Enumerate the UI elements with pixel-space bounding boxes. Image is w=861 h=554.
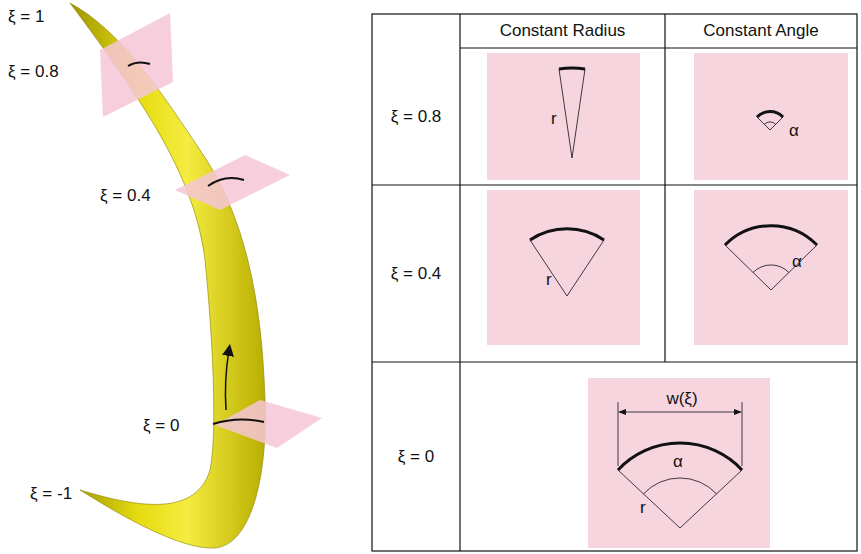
dimension-symbol: α [792,252,802,272]
direction-arrow [225,350,229,410]
width-label: w(ξ) [664,389,699,409]
section-panel: α [694,190,848,345]
section-plane [175,155,290,210]
section-arc [559,67,585,71]
section-panel: r [487,53,640,180]
extension-lines [618,402,742,466]
xi-label: ξ = 0.8 [8,62,59,82]
radius-lines [618,470,742,528]
radius-lines [757,117,783,130]
dimension-arrows [618,409,742,415]
section-curve [213,419,264,424]
xi-label: ξ = 0.4 [100,186,151,206]
dimension-symbol: r [546,270,552,290]
dimension-symbol: α [789,121,799,141]
section-panel: α [694,53,848,180]
section-arc [725,226,817,245]
radius-lines [559,69,585,158]
section-plane [215,400,322,448]
row-label: ξ = 0 [372,447,460,467]
radius-lines [530,240,604,296]
section-curve [208,178,244,186]
xi-label: ξ = 0 [143,416,179,436]
blade [70,3,265,548]
section-arc [757,112,783,117]
section-plane [100,13,173,117]
column-header: Constant Angle [665,21,857,41]
section-curve [128,62,150,66]
radius-lines [725,245,817,290]
xi-label: ξ = -1 [30,484,72,504]
section-panel: w(ξ) α r [588,378,770,548]
xi-label: ξ = 1 [8,7,44,27]
section-panel: r [487,190,640,345]
angle-arc [753,265,789,273]
section-arc [618,443,742,470]
column-header: Constant Radius [460,21,665,41]
dimension-symbol: r [551,109,557,129]
section-arc [530,229,604,240]
dimension-line [620,412,740,413]
row-label: ξ = 0.4 [372,264,460,284]
dimension-symbol: α [673,452,683,472]
row-label: ξ = 0.8 [372,107,460,127]
dimension-symbol: r [640,498,646,518]
angle-arc [764,122,775,124]
table-grid [372,14,857,551]
angle-arc [644,478,717,494]
